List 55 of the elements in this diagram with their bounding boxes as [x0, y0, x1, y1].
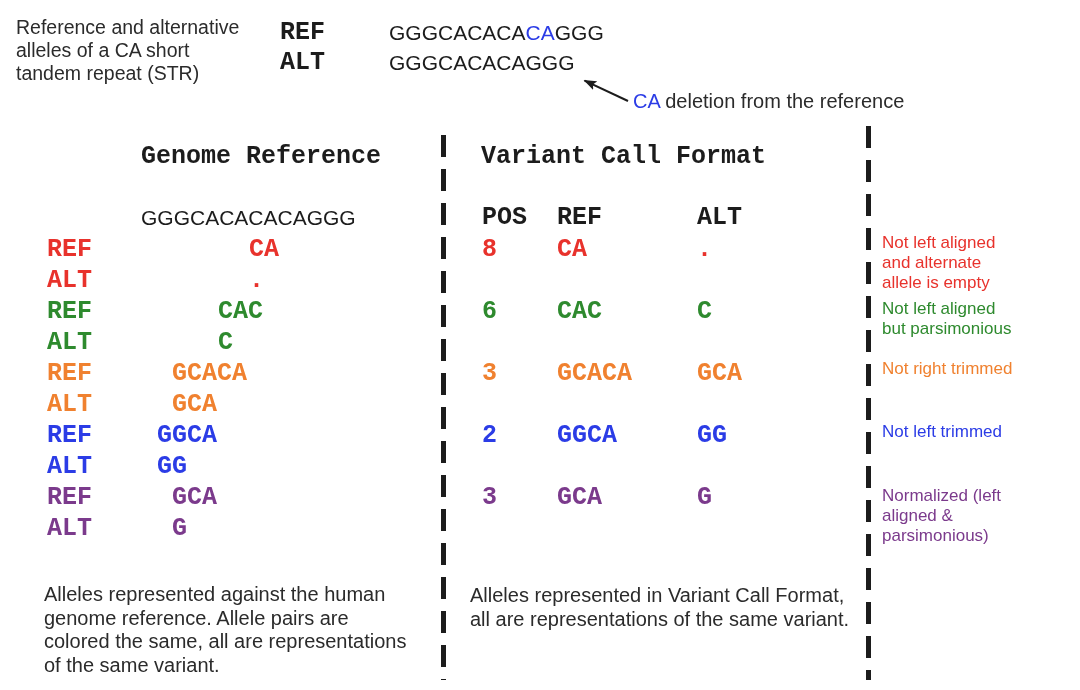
- position-number: 8: [482, 236, 497, 264]
- sequence-text: .: [249, 267, 264, 295]
- row-label: REF: [47, 422, 92, 450]
- sequence-text: C: [218, 329, 233, 357]
- note-text: Not left trimmed: [882, 422, 1003, 442]
- position-number: 3: [482, 360, 497, 388]
- panel-heading: Variant Call Format: [481, 143, 767, 171]
- sequence-text: GCA: [172, 391, 217, 419]
- sequence-text: GGGCACACAGGG: [389, 51, 575, 75]
- row-label: ALT: [47, 515, 92, 543]
- sequence-text: G: [172, 515, 187, 543]
- sequence-text: GGGCACACACAGGG: [141, 206, 356, 230]
- row-label: ALT: [47, 329, 92, 357]
- row-label: ALT: [47, 267, 92, 295]
- row-label: REF: [280, 19, 325, 47]
- sequence-text: .: [697, 236, 712, 264]
- note-text: Not left aligned but parsimonious: [882, 299, 1013, 339]
- annotation-text: CA deletion from the reference: [633, 89, 905, 113]
- position-number: 2: [482, 422, 497, 450]
- sequence-text: GG: [697, 422, 727, 450]
- row-label: REF: [47, 484, 92, 512]
- panel-heading: Genome Reference: [141, 143, 382, 171]
- row-label: ALT: [47, 453, 92, 481]
- sequence-text: GCA: [172, 484, 217, 512]
- sequence-text: GCACA: [557, 360, 632, 388]
- sequence-text: CA: [249, 236, 279, 264]
- column-header: REF: [557, 204, 602, 232]
- sequence-text: CA: [557, 236, 587, 264]
- sequence-text: GGCA: [557, 422, 617, 450]
- sequence-text: GCA: [697, 360, 742, 388]
- sequence-text: CAC: [557, 298, 602, 326]
- sequence-text: GGGCACACACAGGG: [389, 21, 604, 45]
- description-text: Alleles represented against the human genome reference. Allele pairs are colored the same, all are representations of the same variant.: [44, 583, 408, 677]
- position-number: 6: [482, 298, 497, 326]
- arrow: [583, 79, 629, 102]
- row-label: REF: [47, 236, 92, 264]
- sequence-text: CAC: [218, 298, 263, 326]
- row-label: REF: [47, 360, 92, 388]
- sequence-text: GCA: [557, 484, 602, 512]
- sequence-text: GG: [157, 453, 187, 481]
- sequence-text: G: [697, 484, 712, 512]
- note-text: Not left aligned and alternate allele is empty: [882, 233, 997, 293]
- row-label: ALT: [280, 49, 325, 77]
- sequence-text: C: [697, 298, 712, 326]
- row-label: REF: [47, 298, 92, 326]
- column-header: POS: [482, 204, 527, 232]
- caption-text: Reference and alternative alleles of a CA short tandem repeat (STR): [16, 16, 241, 85]
- position-number: 3: [482, 484, 497, 512]
- sequence-text: GGCA: [157, 422, 217, 450]
- column-header: ALT: [697, 204, 742, 232]
- note-text: Not right trimmed: [882, 359, 1014, 379]
- row-label: ALT: [47, 391, 92, 419]
- note-text: Normalized (left aligned & parsimonious): [882, 486, 1003, 546]
- description-text: Alleles represented in Variant Call Format, all are representations of the same variant.: [470, 584, 851, 631]
- sequence-text: GCACA: [172, 360, 247, 388]
